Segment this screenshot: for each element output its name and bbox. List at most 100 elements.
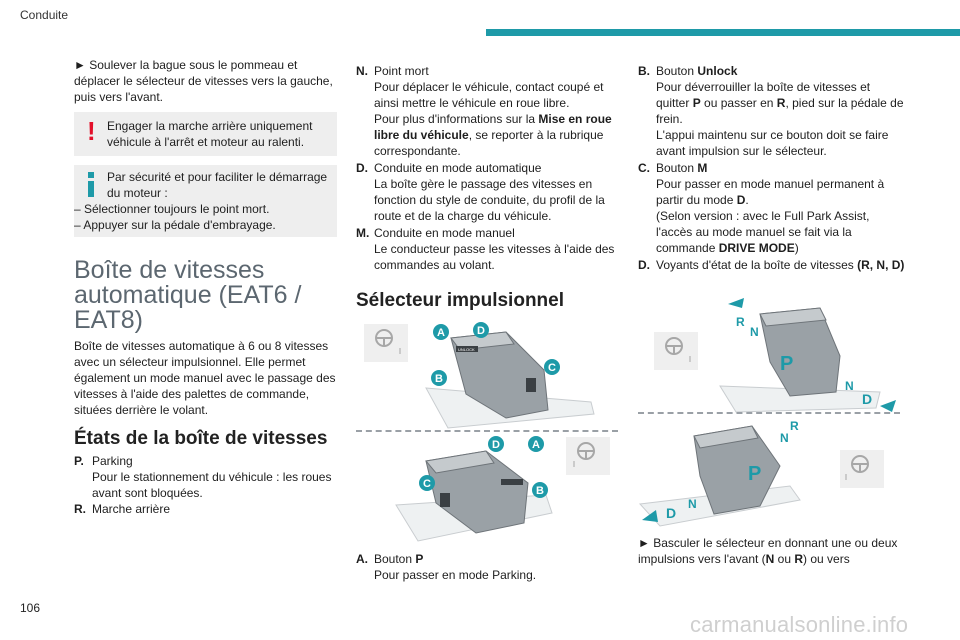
push-instruction: ► Basculer le sélecteur en donnant une o… <box>638 535 903 567</box>
marker-d: D <box>473 322 489 338</box>
state-letter: D. <box>356 161 368 175</box>
selector-push-forward-figure: R N P N D <box>654 298 896 413</box>
text-run: Voyants d'état de la boîte de vitesses <box>656 258 858 272</box>
state-reverse: R. Marche arrière <box>74 501 344 517</box>
info-intro: Par sécurité et pour faciliter le démarr… <box>107 170 328 200</box>
state-letter: N. <box>356 64 368 78</box>
item-name: Bouton M <box>656 160 906 176</box>
item-button-p: A. Bouton P Pour passer en mode Parking. <box>356 551 621 583</box>
steering-wheel-icon <box>654 332 698 370</box>
text-run: Pour passer en mode manuel permanent à p… <box>656 177 885 207</box>
text-run: Bouton <box>656 64 698 78</box>
text-run: ou passer en <box>700 96 777 110</box>
text-run: Pour plus d'informations sur la <box>374 112 539 126</box>
info-icon <box>88 172 94 197</box>
state-parking: P. Parking Pour le stationnement du véhi… <box>74 453 344 501</box>
state-neutral: N. Point mort Pour déplacer le véhicule,… <box>356 63 621 159</box>
text-run: , se reporter à la rubrique correspondan… <box>374 128 604 158</box>
state-desc: Pour le stationnement du véhicule : les … <box>92 470 332 500</box>
selector-heading: Sélecteur impulsionnel <box>356 290 564 311</box>
m-button <box>526 378 536 392</box>
state-desc: Pour déplacer le véhicule, contact coupé… <box>374 80 604 110</box>
position-n-rear: N <box>688 497 697 511</box>
position-p: P <box>748 463 761 485</box>
bold-run: D <box>736 193 746 207</box>
marker-letter: A <box>437 327 445 339</box>
text-run: Pour déverrouiller la boîte de vitesses … <box>656 80 871 110</box>
item-desc-more: (Selon version : avec le Full Park Assis… <box>656 208 906 256</box>
marker-letter: D <box>477 325 485 337</box>
position-n-rear: N <box>845 379 854 393</box>
bold-run: M <box>697 161 708 175</box>
m-button <box>440 493 450 507</box>
arrow-forward-icon <box>728 298 744 308</box>
text-run: Bouton <box>374 552 416 566</box>
unlock-button-label: UNLOCK <box>458 347 475 352</box>
item-name: Voyants d'état de la boîte de vitesses (… <box>656 257 906 273</box>
item-desc: Pour passer en mode Parking. <box>374 568 537 582</box>
state-name: Conduite en mode automatique <box>374 161 542 175</box>
position-n: N <box>780 431 789 445</box>
bold-run: P <box>415 552 424 566</box>
page-number: 106 <box>20 601 41 615</box>
marker-letter: C <box>423 478 431 490</box>
marker-a: A <box>433 324 449 340</box>
item-button-m: C. Bouton M Pour passer en mode manuel p… <box>638 160 906 256</box>
steering-wheel-icon <box>840 450 884 488</box>
state-letter: M. <box>356 226 370 240</box>
figure-divider <box>638 412 900 414</box>
item-status-lights: D. Voyants d'état de la boîte de vitesse… <box>638 257 906 289</box>
position-r: R <box>790 419 799 433</box>
watermark: carmanualsonline.info <box>690 612 909 637</box>
state-desc: Le conducteur passe les vitesses à l'aid… <box>374 242 615 272</box>
state-desc: La boîte gère le passage des vitesses en… <box>374 177 605 223</box>
item-button-unlock: B. Bouton Unlock Pour déverrouiller la b… <box>638 63 906 159</box>
bold-run: Unlock <box>697 64 738 78</box>
state-name: Parking <box>92 454 133 468</box>
steering-wheel-icon <box>566 437 610 475</box>
marker-a: A <box>528 436 544 452</box>
warning-text: Engager la marche arrière uniquement véh… <box>107 119 313 149</box>
bold-run: R <box>794 552 804 566</box>
warning-icon: ! <box>87 116 96 146</box>
item-name: Bouton Unlock <box>656 63 906 79</box>
state-name: Point mort <box>374 64 429 78</box>
state-name: Conduite en mode manuel <box>374 226 515 240</box>
state-desc-more: Pour plus d'informations sur la Mise en … <box>374 111 621 159</box>
marker-letter: D <box>492 439 500 451</box>
position-r: R <box>736 315 745 329</box>
item-desc: Pour passer en mode manuel permanent à p… <box>656 176 906 208</box>
header-accent-bar <box>486 29 960 36</box>
text-run: Bouton <box>656 161 698 175</box>
item-letter: A. <box>356 552 368 566</box>
state-letter: R. <box>74 502 86 516</box>
text-run: ou <box>774 552 795 566</box>
position-d: D <box>666 505 676 521</box>
bold-run: (R, N, D) <box>857 258 905 272</box>
marker-letter: B <box>536 485 544 497</box>
bold-run: DRIVE MODE <box>718 241 795 255</box>
info-bullet-clutch: – Appuyer sur la pédale d'embrayage. <box>74 218 276 232</box>
item-desc-more: L'appui maintenu sur ce bouton doit se f… <box>656 128 889 158</box>
bold-run: P <box>692 96 701 110</box>
text-run: . <box>745 193 749 207</box>
state-letter: P. <box>74 454 84 468</box>
selector-push-backward-figure: R N P N D <box>638 419 884 527</box>
marker-letter: A <box>532 439 540 451</box>
text-run: ) ou vers <box>803 552 850 566</box>
section-paragraph: Boîte de vitesses automatique à 6 ou 8 v… <box>74 339 336 417</box>
item-desc: Pour déverrouiller la boîte de vitesses … <box>656 79 906 127</box>
marker-letter: C <box>548 362 556 374</box>
item-letter: B. <box>638 64 650 78</box>
text-run: (Selon version : avec le Full Park Assis… <box>656 209 870 255</box>
states-heading: États de la boîte de vitesses <box>74 428 328 449</box>
marker-b: B <box>532 482 548 498</box>
text-run: ) <box>794 241 799 255</box>
bold-run: Mise en roue libre du véhicule <box>374 112 612 142</box>
item-letter: D. <box>638 258 650 272</box>
marker-c: C <box>419 475 435 491</box>
figure-divider <box>356 430 618 432</box>
info-bullet-neutral: – Sélectionner toujours le point mort. <box>74 202 270 216</box>
info-callout: Par sécurité et pour faciliter le démarr… <box>74 165 337 237</box>
arrow-backward-icon <box>880 400 896 412</box>
